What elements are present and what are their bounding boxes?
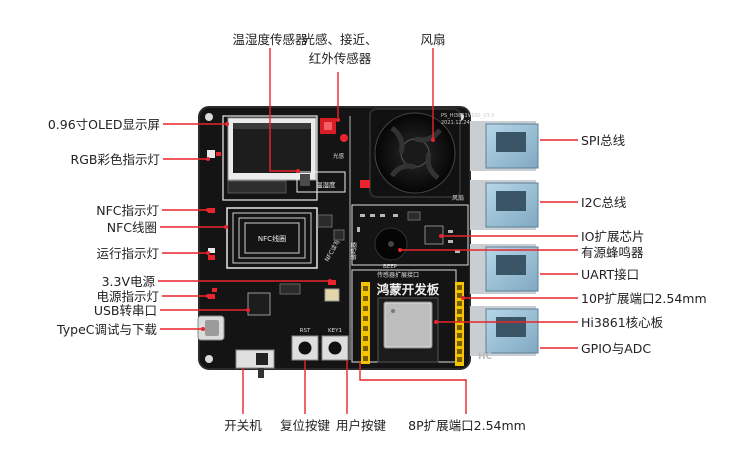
ext-header-silk: 传感器扩展接口	[377, 271, 419, 279]
key1-silk: KEY1	[328, 328, 342, 334]
label-i2c: I2C总线	[581, 195, 626, 210]
hi3861-core-board	[378, 298, 438, 362]
rj-i2c-connector	[470, 180, 538, 230]
power-switch	[236, 350, 274, 378]
label-header-10p: 10P扩展端口2.54mm	[581, 291, 707, 306]
label-header-8p: 8P扩展端口2.54mm	[400, 418, 534, 433]
rj-spi-connector	[470, 121, 538, 171]
label-power-led: 电源指示灯	[10, 289, 159, 304]
label-buzzer: 有源蜂鸣器	[581, 245, 644, 260]
label-core-board: Hi3861核心板	[581, 315, 663, 330]
beep-silk: BEEP	[383, 264, 398, 270]
buzzer-silk: 蜂鸣器	[350, 242, 358, 260]
label-oled: 0.96寸OLED显示屏	[10, 117, 160, 132]
label-uart: UART接口	[581, 267, 639, 282]
rj-gpio-connector	[470, 306, 538, 356]
label-user-key: 用户按键	[326, 418, 396, 433]
ldr-silk: 光感	[333, 152, 345, 160]
pcb-date: 2021.12.24	[441, 120, 470, 126]
label-nfc-coil: NFC线圈	[10, 220, 157, 235]
label-light-ir-line1: 光感、接近、	[285, 32, 395, 47]
fan-silk: 风扇	[452, 194, 464, 202]
label-gpio-adc: GPIO与ADC	[581, 341, 651, 356]
label-spi: SPI总线	[581, 133, 625, 148]
pcb-code: PS_HI3861V100_V3.0	[441, 113, 494, 119]
label-io-expander: IO扩展芯片	[581, 229, 645, 244]
label-typec: TypeC调试与下载	[2, 322, 157, 337]
label-light-ir-line2: 红外传感器	[285, 51, 395, 66]
brand-mark: HC	[478, 352, 493, 362]
temp-sensor-silk: 温湿度	[316, 180, 336, 189]
label-power-switch: 开关机	[213, 418, 273, 433]
rj-uart-connector	[470, 244, 538, 294]
header-10p	[455, 282, 464, 366]
label-rgb-led: RGB彩色指示灯	[10, 152, 160, 167]
label-nfc-led: NFC指示灯	[10, 203, 159, 218]
label-fan: 风扇	[408, 32, 458, 47]
rst-silk: RST	[300, 328, 311, 334]
board-title-silk: 鸿蒙开发板	[377, 282, 440, 297]
label-usb-serial: USB转串口	[10, 303, 157, 318]
power-33v-regulator	[325, 289, 339, 301]
label-run-led: 运行指示灯	[10, 246, 159, 261]
header-8p	[361, 282, 370, 364]
nfc-coil-silk: NFC线圈	[258, 234, 286, 243]
usb-serial-chip	[248, 293, 270, 315]
label-power-33v: 3.3V电源	[10, 274, 155, 289]
